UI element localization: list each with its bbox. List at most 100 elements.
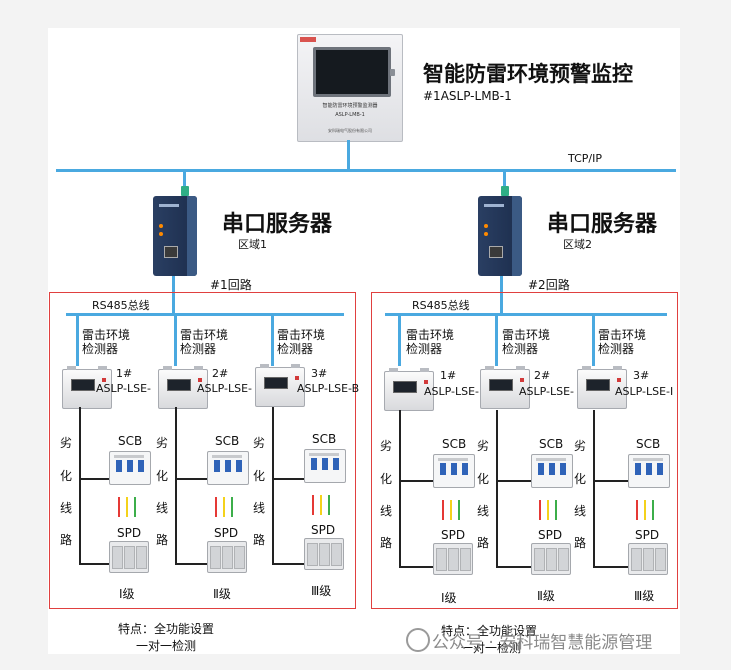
z2-d2-model: ASLP-LSE- xyxy=(519,385,575,398)
z1-detector-3 xyxy=(255,364,305,407)
z1-detector-1 xyxy=(62,366,112,409)
z1-branch3-line xyxy=(272,407,274,565)
z2-d3-label: 雷击环境检测器 xyxy=(598,328,647,356)
z2-scb-label-2: SCB xyxy=(539,437,564,451)
z2-w3-red xyxy=(636,500,638,520)
z1-w3-red xyxy=(312,495,314,515)
tcp-ip-bus xyxy=(56,169,676,172)
serial-server-1 xyxy=(153,196,197,276)
panel-company: 安科瑞电气股份有限公司 xyxy=(328,128,372,133)
z2-branch1-scb-wire xyxy=(399,480,433,482)
panel-title: 智能防雷环境预警监测器 xyxy=(322,103,378,109)
z1-spd-3 xyxy=(304,538,344,570)
monitor-panel: 智能防雷环境预警监测器 ASLP-LMB-1 安科瑞电气股份有限公司 xyxy=(297,34,403,142)
z2-w3-yellow xyxy=(644,500,646,520)
zone-2-box xyxy=(371,292,678,609)
z1-scb-label-3: SCB xyxy=(312,432,337,446)
server1-loop: #1回路 xyxy=(210,278,252,292)
z1-w1-red xyxy=(118,497,120,517)
z2-level-2: Ⅱ级 xyxy=(537,589,555,603)
z2-scb-label-3: SCB xyxy=(636,437,661,451)
z1-w3-yellow xyxy=(320,495,322,515)
wechat-icon xyxy=(406,628,430,652)
z2-branch3-spd-wire xyxy=(593,566,628,568)
z2-d3-number: 3# xyxy=(633,369,650,382)
z2-d1-model: ASLP-LSE- xyxy=(424,385,480,398)
z1-scb-label-1: SCB xyxy=(118,434,143,448)
server1-drop xyxy=(183,170,186,190)
z2-w2-green xyxy=(555,500,557,520)
panel-button xyxy=(390,69,395,76)
z2-level-1: Ⅰ级 xyxy=(441,591,457,605)
server2-connector xyxy=(501,186,509,196)
z2-w3-green xyxy=(652,500,654,520)
z1-w1-yellow xyxy=(126,497,128,517)
z2-branch2-scb-wire xyxy=(496,480,531,482)
z1-d1-model: ASLP-LSE- xyxy=(96,382,152,395)
z2-d1-drop xyxy=(398,314,401,366)
z2-branch3-line xyxy=(593,410,595,568)
z1-level-1: Ⅰ级 xyxy=(119,587,135,601)
z2-spd-label-3: SPD xyxy=(635,528,660,542)
z2-detector-1 xyxy=(384,368,434,411)
z1-w3-green xyxy=(328,495,330,515)
z1-branch2-spd-wire xyxy=(175,563,207,565)
z2-branch1-line xyxy=(399,410,401,568)
server2-loop: #2回路 xyxy=(528,278,570,292)
z2-d1-number: 1# xyxy=(440,369,457,382)
serial-server-2 xyxy=(478,196,522,276)
z1-d2-number: 2# xyxy=(212,367,229,380)
z1-d2-model: ASLP-LSE- xyxy=(197,382,253,395)
z1-branch2-line xyxy=(175,407,177,565)
z2-d1-label: 雷击环境检测器 xyxy=(406,328,455,356)
z2-w2-red xyxy=(539,500,541,520)
z2-d3-drop xyxy=(592,314,595,366)
z2-spd-label-2: SPD xyxy=(538,528,563,542)
server1-zone: 区域1 xyxy=(238,238,267,251)
z1-scb-label-2: SCB xyxy=(215,434,240,448)
z1-spd-label-1: SPD xyxy=(117,526,142,540)
zone1-rs485-bus xyxy=(66,313,344,316)
z1-d3-number: 3# xyxy=(311,367,328,380)
z1-spd-label-2: SPD xyxy=(214,526,239,540)
z1-scb-2 xyxy=(207,451,249,485)
z1-d1-label: 雷击环境检测器 xyxy=(82,328,131,356)
panel-screen xyxy=(313,47,391,97)
z1-branch1-line xyxy=(79,407,81,565)
z2-level-3: Ⅲ级 xyxy=(634,589,655,603)
panel-model: ASLP-LMB-1 xyxy=(335,112,365,118)
z2-detector-2 xyxy=(480,366,530,409)
z2-scb-3 xyxy=(628,454,670,488)
server2-drop xyxy=(503,170,506,190)
z1-branch1-scb-wire xyxy=(79,478,109,480)
z2-d2-label: 雷击环境检测器 xyxy=(502,328,551,356)
z1-w2-yellow xyxy=(223,497,225,517)
brand-logo xyxy=(300,37,316,42)
z2-detector-3 xyxy=(577,366,627,409)
z2-w1-green xyxy=(458,500,460,520)
server2-title: 串口服务器 xyxy=(547,212,658,237)
z1-level-2: Ⅱ级 xyxy=(213,587,231,601)
z1-d3-label: 雷击环境检测器 xyxy=(277,328,326,356)
z1-level-3: Ⅲ级 xyxy=(311,584,332,598)
z1-branch2-scb-wire xyxy=(175,478,207,480)
zone2-rs485-bus xyxy=(385,313,667,316)
system-title: 智能防雷环境预警监控 xyxy=(423,62,633,86)
server2-bus-drop xyxy=(500,276,503,316)
server2-zone: 区域2 xyxy=(563,238,592,251)
z2-d2-drop xyxy=(495,314,498,366)
system-model: #1ASLP-LMB-1 xyxy=(423,89,512,103)
z1-branch1-spd-wire xyxy=(79,563,109,565)
zone2-bus-label: RS485总线 xyxy=(412,299,470,312)
z2-spd-3 xyxy=(628,543,668,575)
z2-d3-model: ASLP-LSE-I xyxy=(615,385,674,398)
z1-d2-label: 雷击环境检测器 xyxy=(180,328,229,356)
server1-title: 串口服务器 xyxy=(222,212,333,237)
z2-scb-1 xyxy=(433,454,475,488)
server1-bus-drop xyxy=(172,276,175,316)
z2-scb-2 xyxy=(531,454,573,488)
z1-scb-3 xyxy=(304,449,346,483)
z2-spd-1 xyxy=(433,543,473,575)
z2-scb-label-1: SCB xyxy=(442,437,467,451)
z2-branch2-spd-wire xyxy=(496,566,531,568)
